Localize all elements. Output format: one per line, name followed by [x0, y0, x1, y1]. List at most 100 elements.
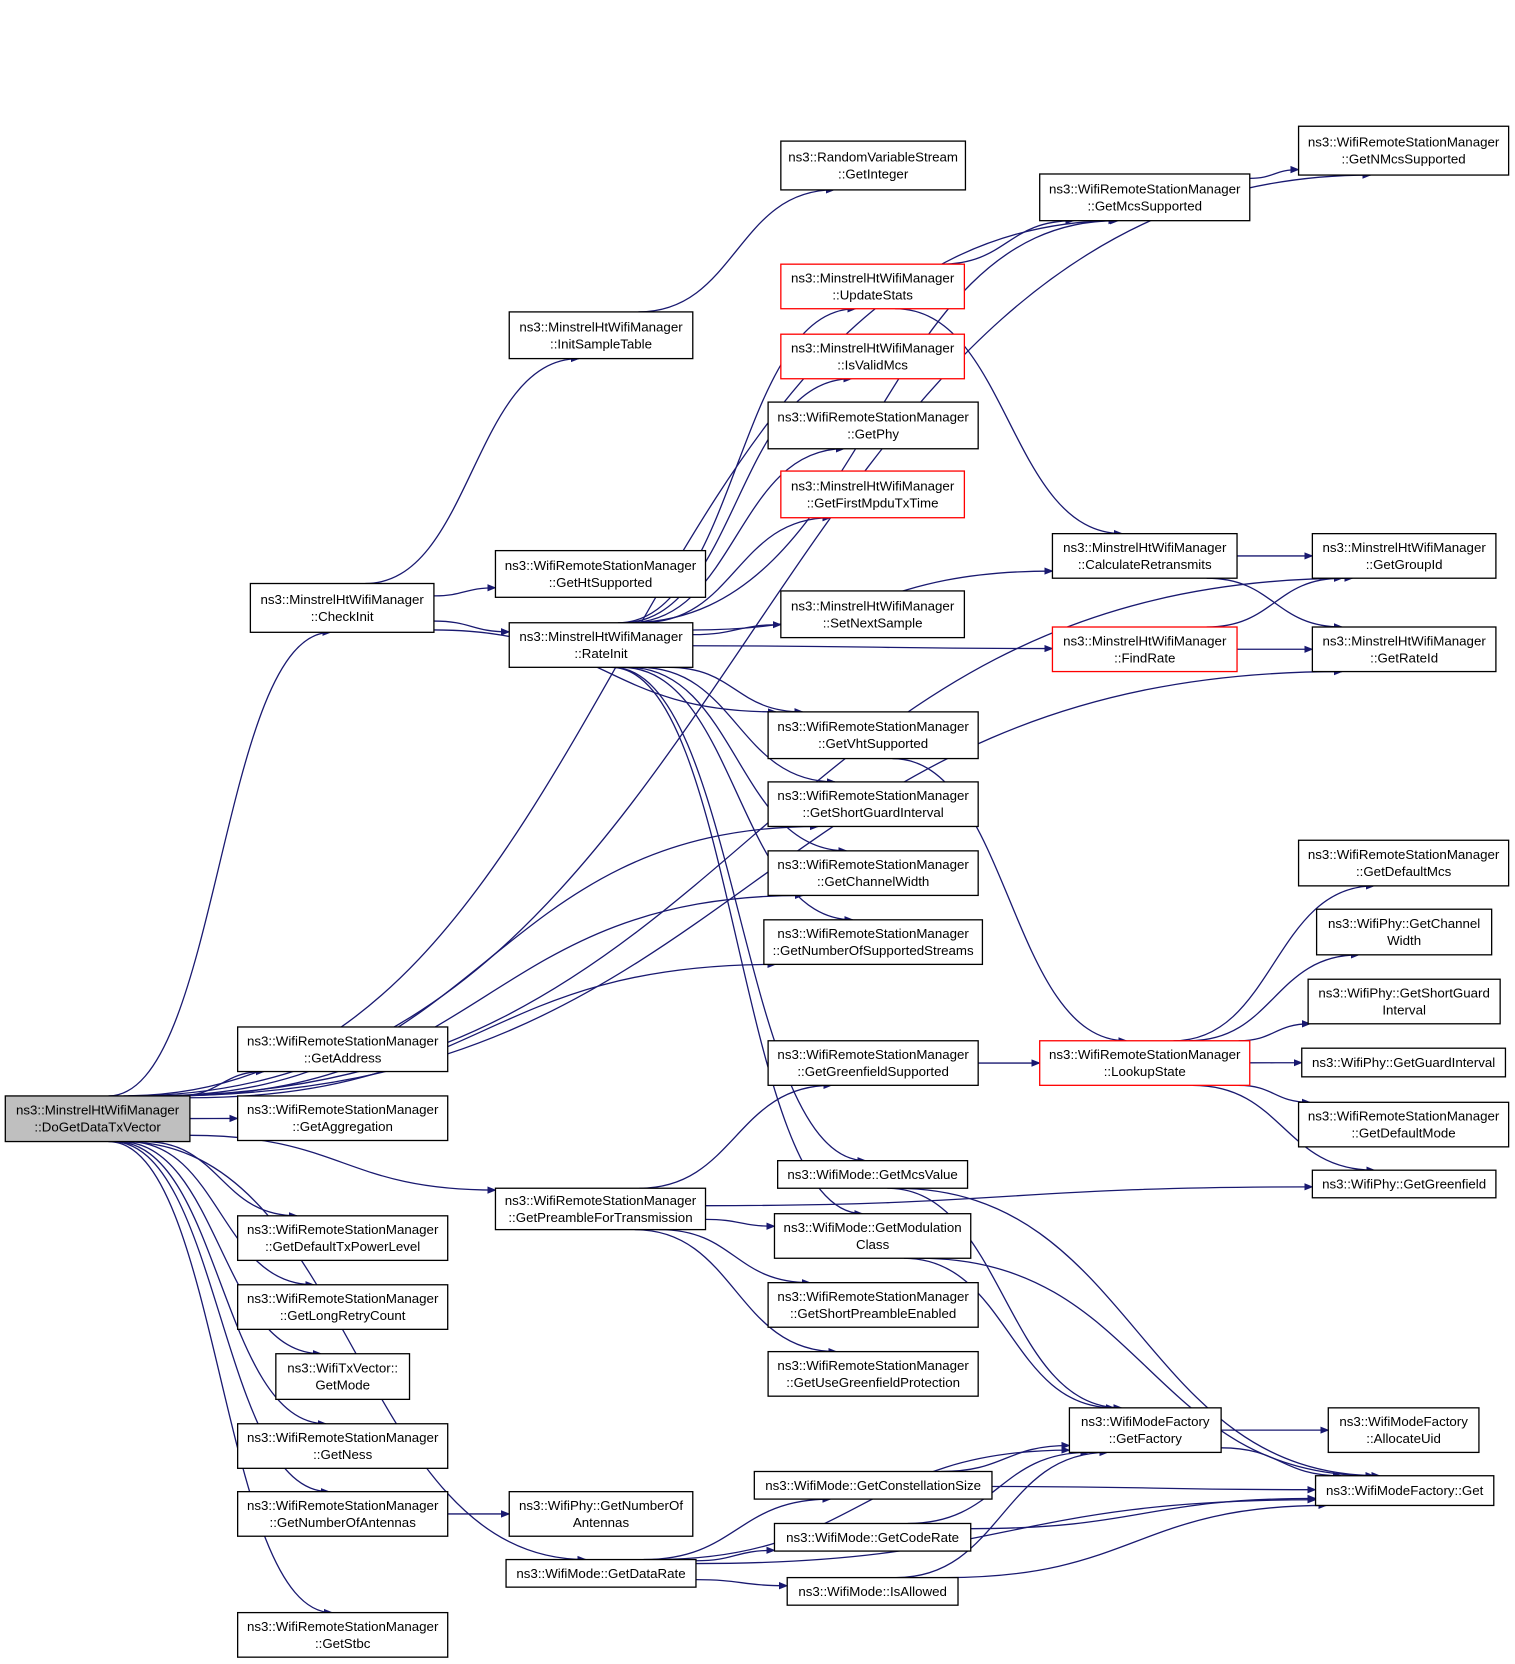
node-get-ness[interactable]: ns3::WifiRemoteStationManager::GetNess [236, 1423, 449, 1469]
node-get-first-mpdu-tx-time[interactable]: ns3::MinstrelHtWifiManager::GetFirstMpdu… [780, 470, 966, 519]
node-get-short-guard-interval[interactable]: ns3::WifiRemoteStationManager::GetShortG… [767, 781, 979, 828]
edge-rate-init-to-get-channel-width [627, 666, 847, 851]
node-get-data-rate[interactable]: ns3::WifiMode::GetDataRate [505, 1558, 697, 1588]
node-label: ns3::WifiMode::GetDataRate [516, 1566, 685, 1581]
node-get-long-retry-count[interactable]: ns3::WifiRemoteStationManager::GetLongRe… [236, 1284, 449, 1330]
edge-check-init-to-init-sample-table [365, 359, 579, 585]
edge-get-preamble-for-transmission-to-get-greenfield-supported [639, 1085, 831, 1189]
edge-is-allowed-to-get-factory [895, 1452, 1108, 1579]
edge-rate-init-to-update-stats [617, 309, 856, 624]
node-box [780, 333, 966, 380]
node-label: ::LookupState [1104, 1064, 1186, 1079]
node-box [236, 1423, 449, 1469]
node-label: ns3::WifiRemoteStationManager [1308, 1109, 1500, 1124]
node-label: ns3::WifiRemoteStationManager [247, 1619, 439, 1634]
node-box [1297, 1101, 1510, 1148]
node-get-aggregation[interactable]: ns3::WifiRemoteStationManager::GetAggreg… [236, 1095, 449, 1142]
node-get-number-of-antennas[interactable]: ns3::WifiRemoteStationManager::GetNumber… [236, 1491, 449, 1537]
node-label: Antennas [573, 1515, 630, 1530]
node-box [777, 1160, 969, 1189]
node-box [780, 590, 966, 639]
node-get-preamble-for-transmission[interactable]: ns3::WifiRemoteStationManager::GetPreamb… [494, 1187, 707, 1231]
node-get-default-tx-power-level[interactable]: ns3::WifiRemoteStationManager::GetDefaul… [236, 1215, 449, 1262]
node-box [780, 140, 967, 191]
node-rate-init[interactable]: ns3::MinstrelHtWifiManager::RateInit [508, 622, 694, 668]
edge-rate-init-to-get-first-mpdu-tx-time [641, 518, 830, 624]
node-phy-get-short-guard-interval[interactable]: ns3::WifiPhy::GetShortGuardInterval [1307, 978, 1501, 1025]
node-get-default-mcs[interactable]: ns3::WifiRemoteStationManager::GetDefaul… [1297, 839, 1510, 887]
node-label: ::CalculateRetransmits [1078, 557, 1212, 572]
node-box [773, 1522, 972, 1552]
node-find-rate[interactable]: ns3::MinstrelHtWifiManager::FindRate [1051, 626, 1238, 673]
node-get-greenfield[interactable]: ns3::WifiPhy::GetGreenfield [1311, 1169, 1497, 1199]
node-label: ::FindRate [1114, 650, 1175, 665]
edge-lookup-state-to-get-greenfield [1192, 1084, 1375, 1170]
node-get-stbc[interactable]: ns3::WifiRemoteStationManager::GetStbc [236, 1611, 449, 1658]
node-label: ::GetAddress [304, 1050, 382, 1065]
node-get-ht-supported[interactable]: ns3::WifiRemoteStationManager::GetHtSupp… [494, 549, 707, 598]
node-get-number-of-supported-streams[interactable]: ns3::WifiRemoteStationManager::GetNumber… [763, 919, 984, 966]
node-label: ::GetLongRetryCount [280, 1308, 406, 1323]
node-init-sample-table[interactable]: ns3::MinstrelHtWifiManager::InitSampleTa… [508, 311, 694, 360]
node-get-address[interactable]: ns3::WifiRemoteStationManager::GetAddres… [236, 1026, 449, 1073]
node-label: Width [1387, 933, 1421, 948]
node-get-guard-interval[interactable]: ns3::WifiPhy::GetGuardInterval [1301, 1047, 1507, 1078]
node-get-integer[interactable]: ns3::RandomVariableStream::GetInteger [780, 140, 967, 191]
node-get-phy[interactable]: ns3::WifiRemoteStationManager::GetPhy [767, 401, 979, 450]
node-label: ns3::WifiRemoteStationManager [247, 1498, 439, 1513]
node-get-code-rate[interactable]: ns3::WifiMode::GetCodeRate [773, 1522, 972, 1552]
node-is-allowed[interactable]: ns3::WifiMode::IsAllowed [786, 1576, 959, 1606]
node-is-valid-mcs[interactable]: ns3::MinstrelHtWifiManager::IsValidMcs [780, 333, 966, 380]
node-root[interactable]: ns3::MinstrelHtWifiManager::DoGetDataTxV… [4, 1095, 191, 1143]
node-label: ::GetPreambleForTransmission [508, 1210, 692, 1225]
node-get-greenfield-supported[interactable]: ns3::WifiRemoteStationManager::GetGreenf… [767, 1040, 979, 1086]
node-get-default-mode[interactable]: ns3::WifiRemoteStationManager::GetDefaul… [1297, 1101, 1510, 1148]
node-phy-get-channel-width[interactable]: ns3::WifiPhy::GetChannelWidth [1315, 908, 1493, 956]
node-label: ns3::WifiRemoteStationManager [505, 558, 697, 573]
edge-check-init-to-get-ht-supported [433, 588, 496, 597]
edge-get-data-rate-to-get-factory [653, 1450, 1069, 1561]
node-get-mcs-supported[interactable]: ns3::WifiRemoteStationManager::GetMcsSup… [1039, 173, 1251, 222]
node-label: ::IsValidMcs [837, 357, 908, 372]
edge-get-mcs-supported-to-get-nmcs-supported [1249, 170, 1299, 180]
edge-root-to-get-preamble-for-transmission [189, 1134, 496, 1190]
edge-init-sample-table-to-get-integer [638, 190, 834, 313]
node-label: ns3::WifiRemoteStationManager [777, 857, 969, 872]
node-box [1297, 125, 1510, 176]
edge-root-to-tx-get-mode [119, 1140, 321, 1354]
node-label: ::GetChannelWidth [817, 874, 929, 889]
node-box [249, 582, 435, 633]
node-get-channel-width[interactable]: ns3::WifiRemoteStationManager::GetChanne… [767, 850, 979, 897]
edge-get-modulation-class-to-factory-get [919, 1257, 1373, 1475]
node-lookup-state[interactable]: ns3::WifiRemoteStationManager::LookupSta… [1039, 1040, 1251, 1086]
node-get-use-greenfield-protection[interactable]: ns3::WifiRemoteStationManager::GetUseGre… [767, 1350, 979, 1397]
node-box [1039, 173, 1251, 222]
node-get-mcs-value[interactable]: ns3::WifiMode::GetMcsValue [777, 1160, 969, 1189]
node-calculate-retransmits[interactable]: ns3::MinstrelHtWifiManager::CalculateRet… [1051, 532, 1238, 579]
edge-rate-init-to-get-vht-supported [668, 666, 802, 712]
node-factory-get[interactable]: ns3::WifiModeFactory::Get [1314, 1475, 1495, 1507]
node-get-vht-supported[interactable]: ns3::WifiRemoteStationManager::GetVhtSup… [767, 711, 979, 760]
node-phy-get-number-of-antennas[interactable]: ns3::WifiPhy::GetNumberOfAntennas [508, 1491, 694, 1537]
node-get-factory[interactable]: ns3::WifiModeFactory::GetFactory [1068, 1407, 1222, 1454]
node-get-constellation-size[interactable]: ns3::WifiMode::GetConstellationSize [753, 1470, 993, 1500]
node-label: ns3::WifiRemoteStationManager [1049, 1047, 1241, 1062]
node-label: ::GetPhy [847, 426, 899, 441]
node-tx-get-mode[interactable]: ns3::WifiTxVector::GetMode [275, 1353, 411, 1401]
node-get-nmcs-supported[interactable]: ns3::WifiRemoteStationManager::GetNMcsSu… [1297, 125, 1510, 176]
node-set-next-sample[interactable]: ns3::MinstrelHtWifiManager::SetNextSampl… [780, 590, 966, 639]
node-label: ns3::MinstrelHtWifiManager [519, 319, 683, 334]
node-get-group-id[interactable]: ns3::MinstrelHtWifiManager::GetGroupId [1311, 532, 1497, 579]
node-label: ns3::WifiModeFactory [1339, 1414, 1468, 1429]
node-check-init[interactable]: ns3::MinstrelHtWifiManager::CheckInit [249, 582, 435, 633]
edge-get-data-rate-to-get-code-rate [695, 1550, 775, 1562]
node-label: ns3::WifiRemoteStationManager [777, 1047, 969, 1062]
node-get-rate-id[interactable]: ns3::MinstrelHtWifiManager::GetRateId [1311, 626, 1497, 673]
edge-lookup-state-to-get-default-mcs [1173, 886, 1375, 1042]
node-update-stats[interactable]: ns3::MinstrelHtWifiManager::UpdateStats [780, 263, 966, 310]
node-allocate-uid[interactable]: ns3::WifiModeFactory::AllocateUid [1327, 1407, 1480, 1454]
edge-root-to-get-short-guard-interval [153, 826, 818, 1097]
node-get-short-preamble-enabled[interactable]: ns3::WifiRemoteStationManager::GetShortP… [767, 1282, 979, 1328]
node-label: ns3::WifiPhy::GetShortGuard [1318, 986, 1489, 1001]
